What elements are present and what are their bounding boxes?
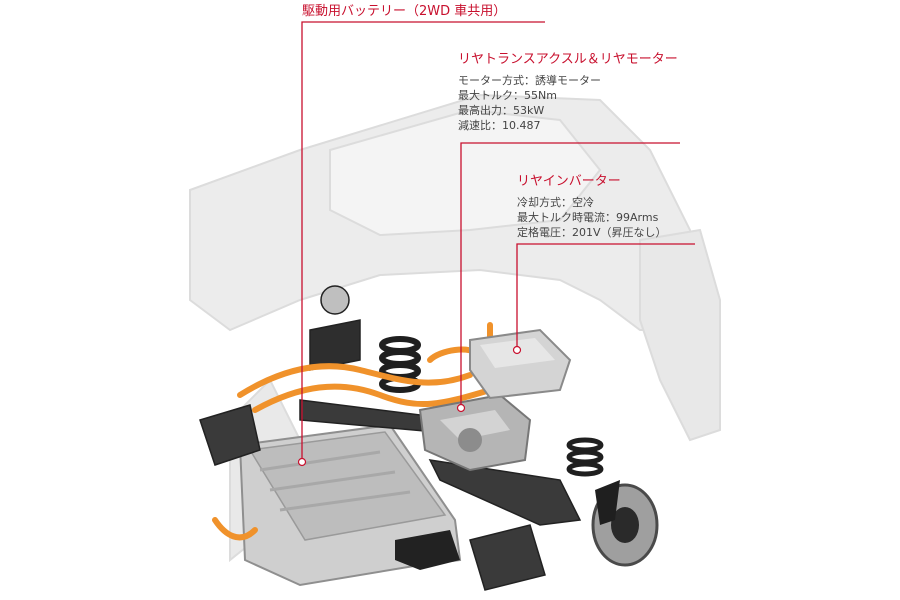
rear-transaxle-title: リヤトランスアクスル＆リヤモーター — [458, 52, 678, 67]
battery-callout: 駆動用バッテリー（2WD 車共用） — [302, 3, 506, 20]
rear-inverter-spec-voltage: 定格電圧：201V（昇圧なし） — [517, 226, 667, 239]
battery-leader — [301, 21, 545, 462]
rear-transaxle-callout: リヤトランスアクスル＆リヤモーター モーター方式：誘導モーター 最大トルク：55… — [458, 51, 678, 133]
rear-inverter-callout: リヤインバーター 冷却方式：空冷 最大トルク時電流：99Arms 定格電圧：20… — [517, 173, 667, 240]
rear-inverter — [469, 328, 572, 400]
battery-title: 駆動用バッテリー（2WD 車共用） — [302, 4, 507, 19]
rear-inverter-spec-cooling: 冷却方式：空冷 — [517, 196, 594, 209]
rear-transaxle-spec-max-torque: 最大トルク：55Nm — [458, 89, 557, 102]
rear-inverter-title: リヤインバーター — [517, 174, 621, 189]
rear-inverter-spec-current: 最大トルク時電流：99Arms — [517, 211, 659, 224]
coil-spring-right — [566, 437, 604, 477]
rear-subframe — [199, 285, 582, 591]
transaxle-leader-dot — [456, 403, 466, 413]
drive-battery — [238, 423, 462, 587]
brake-disc — [591, 480, 659, 567]
battery-leader-dot — [297, 457, 307, 467]
leader-dots — [297, 345, 522, 467]
hv-cables — [212, 322, 493, 541]
vehicle-body-ghost — [189, 93, 721, 563]
inverter-leader — [516, 243, 695, 350]
inverter-leader-dot — [512, 345, 522, 355]
leader-lines — [301, 21, 695, 462]
rear-transaxle-spec-max-power: 最高出力：53kW — [458, 104, 545, 117]
rear-transaxle-motor — [418, 393, 532, 472]
transaxle-leader — [460, 142, 680, 408]
rear-transaxle-spec-motor-type: モーター方式：誘導モーター — [458, 74, 601, 87]
rear-transaxle-spec-gear-ratio: 減速比：10.487 — [458, 119, 541, 132]
